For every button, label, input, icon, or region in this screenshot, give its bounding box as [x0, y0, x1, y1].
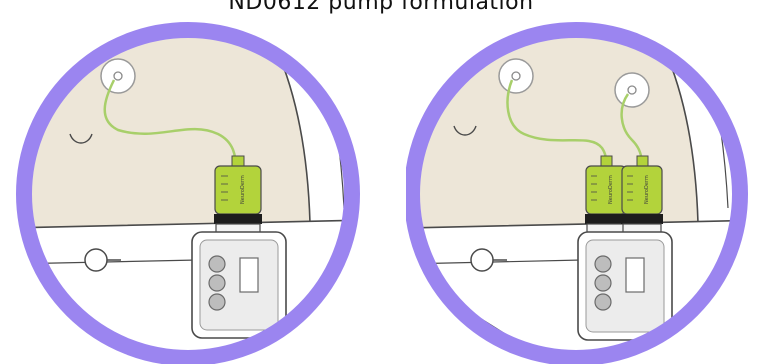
pump-device	[578, 232, 672, 340]
pump-device	[192, 232, 286, 338]
belt-button	[85, 249, 107, 271]
cartridge-2-brand-label: NeuroDerm	[644, 175, 650, 204]
pump-button-1	[595, 256, 611, 272]
pump-button-1	[209, 256, 225, 272]
pump-button-3	[595, 294, 611, 310]
infusion-site-needle	[114, 72, 122, 80]
medication-cartridge: NeuroDerm	[214, 156, 262, 238]
pump-button-2	[595, 275, 611, 291]
belt-button	[471, 249, 493, 271]
pump-display	[626, 258, 644, 292]
cartridge-1-brand-label: NeuroDerm	[608, 175, 614, 204]
pump-button-2	[209, 275, 225, 291]
medication-cartridge-1: NeuroDerm	[585, 156, 627, 238]
infusion-site-2-needle	[628, 86, 636, 94]
medication-cartridge-2: NeuroDerm	[621, 156, 663, 238]
single-cartridge-illustration: NeuroDerm	[8, 8, 368, 364]
cartridge-brand-label: NeuroDerm	[240, 175, 246, 204]
infusion-site-1-needle	[512, 72, 520, 80]
pump-button-3	[209, 294, 225, 310]
pump-display	[240, 258, 258, 292]
dual-cartridge-illustration: NeuroDerm NeuroDerm	[406, 8, 762, 364]
